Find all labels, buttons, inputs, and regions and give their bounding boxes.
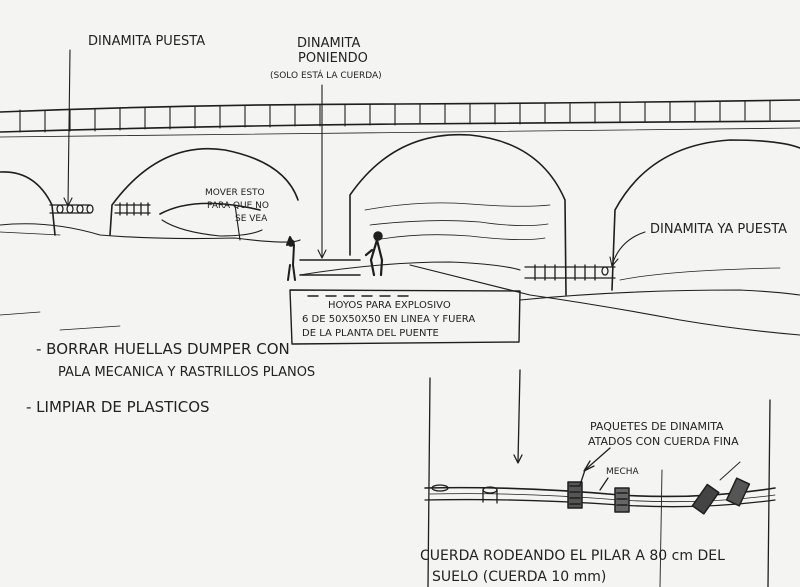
dynamite-left-pier bbox=[49, 202, 151, 216]
center-pier-work bbox=[286, 231, 384, 281]
label-mover-esto-2: PARA QUE NO bbox=[207, 201, 269, 211]
label-paquetes-2: ATADOS CON CUERDA FINA bbox=[588, 435, 739, 448]
label-dinamita-ya-puesta: DINAMITA YA PUESTA bbox=[650, 222, 787, 237]
label-dinamita-poniendo-2: PONIENDO bbox=[298, 51, 368, 66]
label-hoyos-1: HOYOS PARA EXPLOSIVO bbox=[328, 300, 451, 311]
annotation-text: DINAMITA PUESTA DINAMITA PONIENDO (SOLO … bbox=[26, 34, 787, 585]
explosive-holes-box bbox=[289, 289, 521, 345]
note-borrar-1: - BORRAR HUELLAS DUMPER CON bbox=[36, 340, 290, 358]
bridge-deck bbox=[0, 99, 800, 138]
note-borrar-2: PALA MECANICA Y RASTRILLOS PLANOS bbox=[58, 365, 315, 380]
label-mecha: MECHA bbox=[606, 467, 640, 477]
terrain bbox=[0, 202, 800, 336]
label-cuerda-2: SUELO (CUERDA 10 mm) bbox=[432, 569, 606, 585]
label-dinamita-puesta: DINAMITA PUESTA bbox=[88, 34, 205, 49]
annotation-arrows bbox=[63, 49, 646, 267]
label-cuerda-1: CUERDA RODEANDO EL PILAR A 80 cm DEL bbox=[420, 548, 725, 564]
label-hoyos-2: 6 DE 50X50X50 EN LINEA Y FUERA bbox=[302, 314, 475, 325]
label-solo-esta-cuerda: (SOLO ESTÁ LA CUERDA) bbox=[270, 69, 382, 81]
label-dinamita-poniendo-1: DINAMITA bbox=[297, 36, 360, 51]
detail-pillar bbox=[424, 369, 776, 587]
label-paquetes-1: PAQUETES DE DINAMITA bbox=[590, 420, 724, 433]
label-hoyos-3: DE LA PLANTA DEL PUENTE bbox=[302, 328, 439, 339]
label-mover-esto-1: MOVER ESTO bbox=[205, 188, 265, 198]
dynamite-right-pier bbox=[524, 264, 616, 281]
label-mover-esto-3: SE VEA bbox=[235, 214, 268, 224]
note-limpiar: - LIMPIAR DE PLASTICOS bbox=[26, 398, 210, 416]
bridge-arches bbox=[0, 133, 800, 296]
